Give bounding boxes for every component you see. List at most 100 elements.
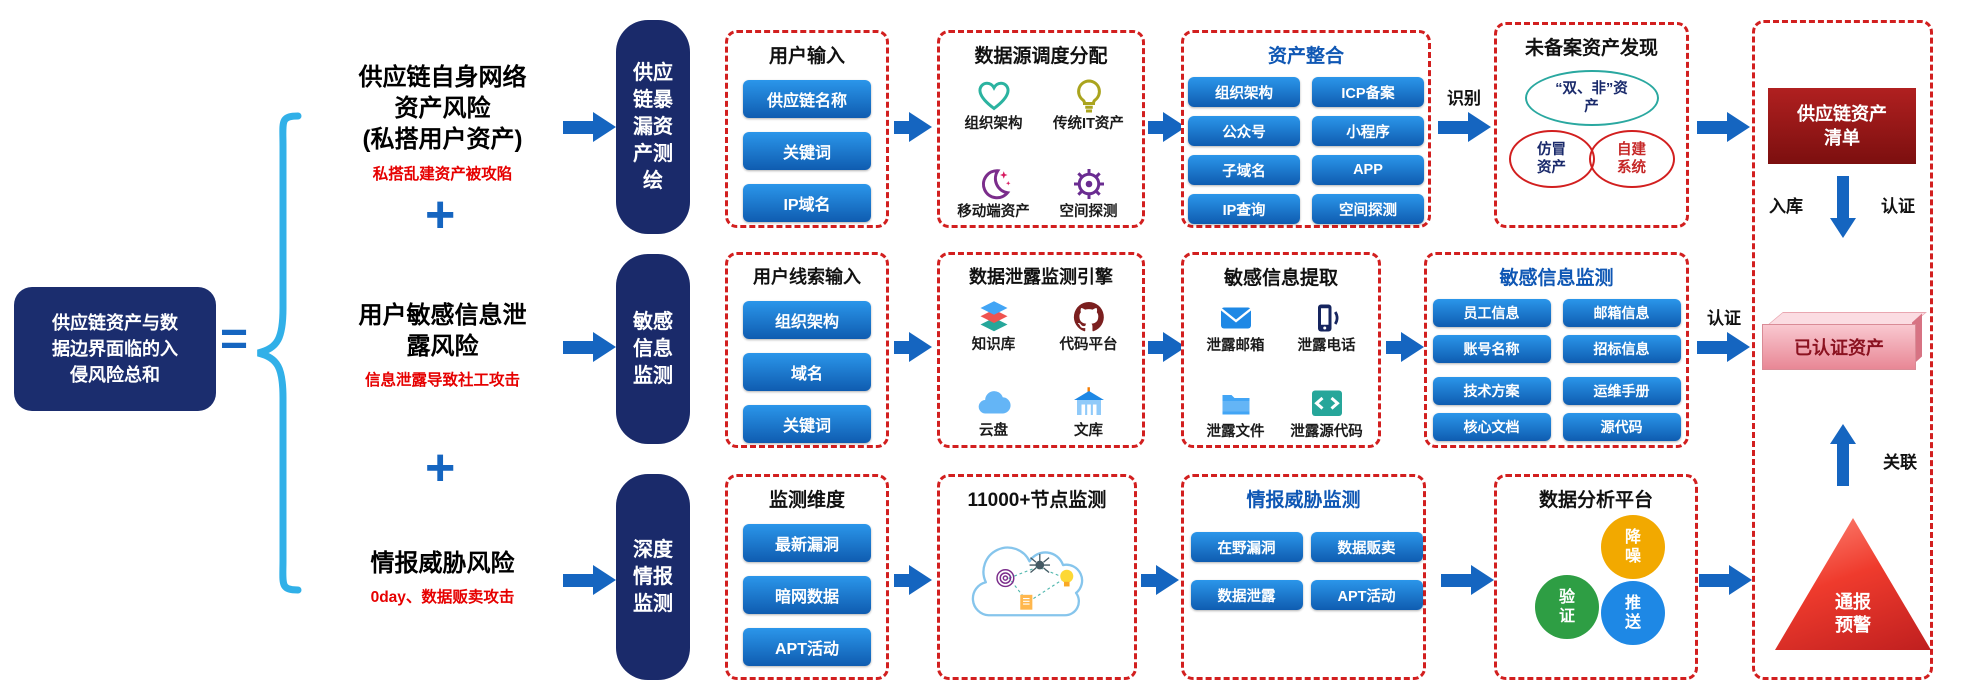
box-title: 用户输入 xyxy=(768,46,845,67)
phone-icon xyxy=(1317,304,1338,332)
box-node-monitoring: 11000+节点监测 xyxy=(937,474,1137,680)
github-icon xyxy=(1073,301,1104,332)
extract-leaked-mail: 泄露邮箱 xyxy=(1190,300,1281,374)
chip-mailbox-info: 邮箱信息 xyxy=(1562,299,1681,327)
store-label: 入库 xyxy=(1769,197,1803,216)
chip-mini-program: 小程序 xyxy=(1312,116,1424,146)
risk-summary-text: 供应链资产与数据边界面临的入侵风险总和 xyxy=(52,312,178,386)
heart-icon xyxy=(977,81,1010,111)
flow-arrow xyxy=(563,112,616,142)
library-building-icon xyxy=(1073,387,1104,415)
box-title: 数据泄露监测引擎 xyxy=(969,267,1113,287)
tor-onion-icon xyxy=(996,568,1015,588)
monitoring-cloud xyxy=(971,546,1084,617)
chip-org-structure: 组织架构 xyxy=(743,301,871,339)
icon-label: 泄露邮箱 xyxy=(1206,338,1265,354)
wheel-icon xyxy=(1073,169,1104,199)
chip-app: APP xyxy=(1312,155,1424,185)
icon-label: 泄露文件 xyxy=(1206,424,1265,440)
icon-label: 空间探测 xyxy=(1059,204,1118,220)
box-title: 情报威胁监测 xyxy=(1246,490,1361,511)
chip-account-name: 账号名称 xyxy=(1432,335,1551,363)
box-clue-input: 用户线索输入 组织架构 域名 关键词 xyxy=(725,252,889,448)
extract-leaked-source: 泄露源代码 xyxy=(1281,386,1372,460)
risk-summary-box: 供应链资产与数据边界面临的入侵风险总和 xyxy=(14,287,216,411)
box-analysis-platform: 数据分析平台 降噪 验证 推送 xyxy=(1494,474,1698,680)
bubble-label: 推送 xyxy=(1624,594,1641,631)
icon-label: 泄露源代码 xyxy=(1290,424,1363,440)
chip-ip-lookup: IP查询 xyxy=(1188,194,1300,224)
icon-label: 组织架构 xyxy=(964,116,1023,132)
box-title: 敏感信息监测 xyxy=(1499,268,1614,289)
box-title: 未备案资产发现 xyxy=(1524,38,1658,59)
chip-icp-record: ICP备案 xyxy=(1312,77,1424,107)
bubble-verify: 验证 xyxy=(1535,575,1599,639)
asset-list-box: 供应链资产清单 xyxy=(1768,88,1916,164)
spider-icon xyxy=(1029,553,1051,573)
extract-leaked-files: 泄露文件 xyxy=(1190,386,1281,460)
envelope-icon xyxy=(1219,307,1252,329)
icon-label: 泄露电话 xyxy=(1297,338,1356,354)
chip-source-code: 源代码 xyxy=(1562,413,1681,441)
relate-label: 关联 xyxy=(1883,453,1917,472)
box-title: 数据分析平台 xyxy=(1538,490,1653,511)
chip-org-structure: 组织架构 xyxy=(1188,77,1300,107)
flow-arrow xyxy=(1386,332,1424,362)
ellipse-label: 仿冒资产 xyxy=(1537,141,1566,176)
icon-label: 云盘 xyxy=(979,423,1008,439)
icon-label: 代码平台 xyxy=(1059,337,1118,353)
plus-sign: + xyxy=(425,186,456,244)
chip-apt-activity: APT活动 xyxy=(1310,580,1423,610)
flow-arrow xyxy=(1141,565,1179,595)
box-title: 数据源调度分配 xyxy=(974,46,1108,67)
ellipse-dual-non-assets: “双、非”资产 xyxy=(1524,70,1659,126)
box-title: 敏感信息提取 xyxy=(1223,268,1338,289)
flow-arrow xyxy=(1697,112,1750,142)
asset-list-label: 供应链资产清单 xyxy=(1797,103,1887,148)
datasource-mobile-assets: 移动端资产 xyxy=(946,166,1041,242)
flow-arrow xyxy=(894,332,932,362)
risk-note: 私搭乱建资产被攻陷 xyxy=(372,165,513,183)
flow-arrow xyxy=(894,565,932,595)
document-icon xyxy=(1020,594,1033,610)
equals-sign: = xyxy=(220,313,249,366)
box-asset-integration: 资产整合 组织架构 ICP备案 公众号 小程序 子域名 APP IP查询 空间探… xyxy=(1181,30,1431,228)
box-title: 资产整合 xyxy=(1267,46,1344,67)
pill-deep-intel: 深度情报监测 xyxy=(616,474,690,680)
engine-doc-library: 文库 xyxy=(1041,385,1136,459)
box-monitor-dimensions: 监测维度 最新漏洞 暗网数据 APT活动 xyxy=(725,474,889,680)
risk-item-network-assets: 供应链自身网络资产风险 (私搭用户资产) 私搭乱建资产被攻陷 xyxy=(330,62,555,184)
box-leak-engine: 数据泄露监测引擎 知识库 代码平台 云盘 xyxy=(937,252,1145,448)
chip-wild-vulns: 在野漏洞 xyxy=(1190,532,1303,562)
ellipse-label: “双、非”资产 xyxy=(1555,80,1628,115)
chip-employee-info: 员工信息 xyxy=(1432,299,1551,327)
auth-label: 认证 xyxy=(1881,197,1915,216)
risk-note: 信息泄露导致社工攻击 xyxy=(364,372,520,390)
chip-apt-activity: APT活动 xyxy=(743,628,871,666)
chip-subdomain: 子域名 xyxy=(1188,155,1300,185)
box-sensitive-monitor: 敏感信息监测 员工信息 邮箱信息 账号名称 招标信息 技术方案 运维手册 核心文… xyxy=(1424,252,1689,448)
risk-note: 0day、数据贩卖攻击 xyxy=(370,589,515,607)
certified-assets-label: 已认证资产 xyxy=(1762,324,1916,370)
flow-arrow xyxy=(1699,565,1752,595)
pill-label: 供应链暴漏资产测绘 xyxy=(633,61,673,192)
chip-space-probe: 空间探测 xyxy=(1312,194,1424,224)
code-icon xyxy=(1311,390,1342,416)
chip-supply-chain-name: 供应链名称 xyxy=(743,80,871,118)
risk-title: 情报威胁风险 xyxy=(370,550,515,577)
pill-label: 深度情报监测 xyxy=(633,538,673,615)
chip-official-account: 公众号 xyxy=(1188,116,1300,146)
bulb-small-icon xyxy=(1060,569,1074,587)
curly-brace xyxy=(257,112,302,594)
risk-title: 用户敏感信息泄露风险 xyxy=(358,302,527,361)
datasource-org-structure: 组织架构 xyxy=(946,78,1041,154)
chip-core-docs: 核心文档 xyxy=(1432,413,1551,441)
risk-title: 供应链自身网络资产风险 xyxy=(358,64,527,123)
chip-ops-manual: 运维手册 xyxy=(1562,377,1681,405)
ellipse-label: 自建系统 xyxy=(1617,141,1646,176)
extract-leaked-phone: 泄露电话 xyxy=(1281,300,1372,374)
folder-icon xyxy=(1222,395,1249,415)
certified-assets-box: 已认证资产 xyxy=(1762,312,1927,374)
flow-arrow xyxy=(1697,332,1750,362)
engine-cloud-drive: 云盘 xyxy=(946,385,1041,459)
